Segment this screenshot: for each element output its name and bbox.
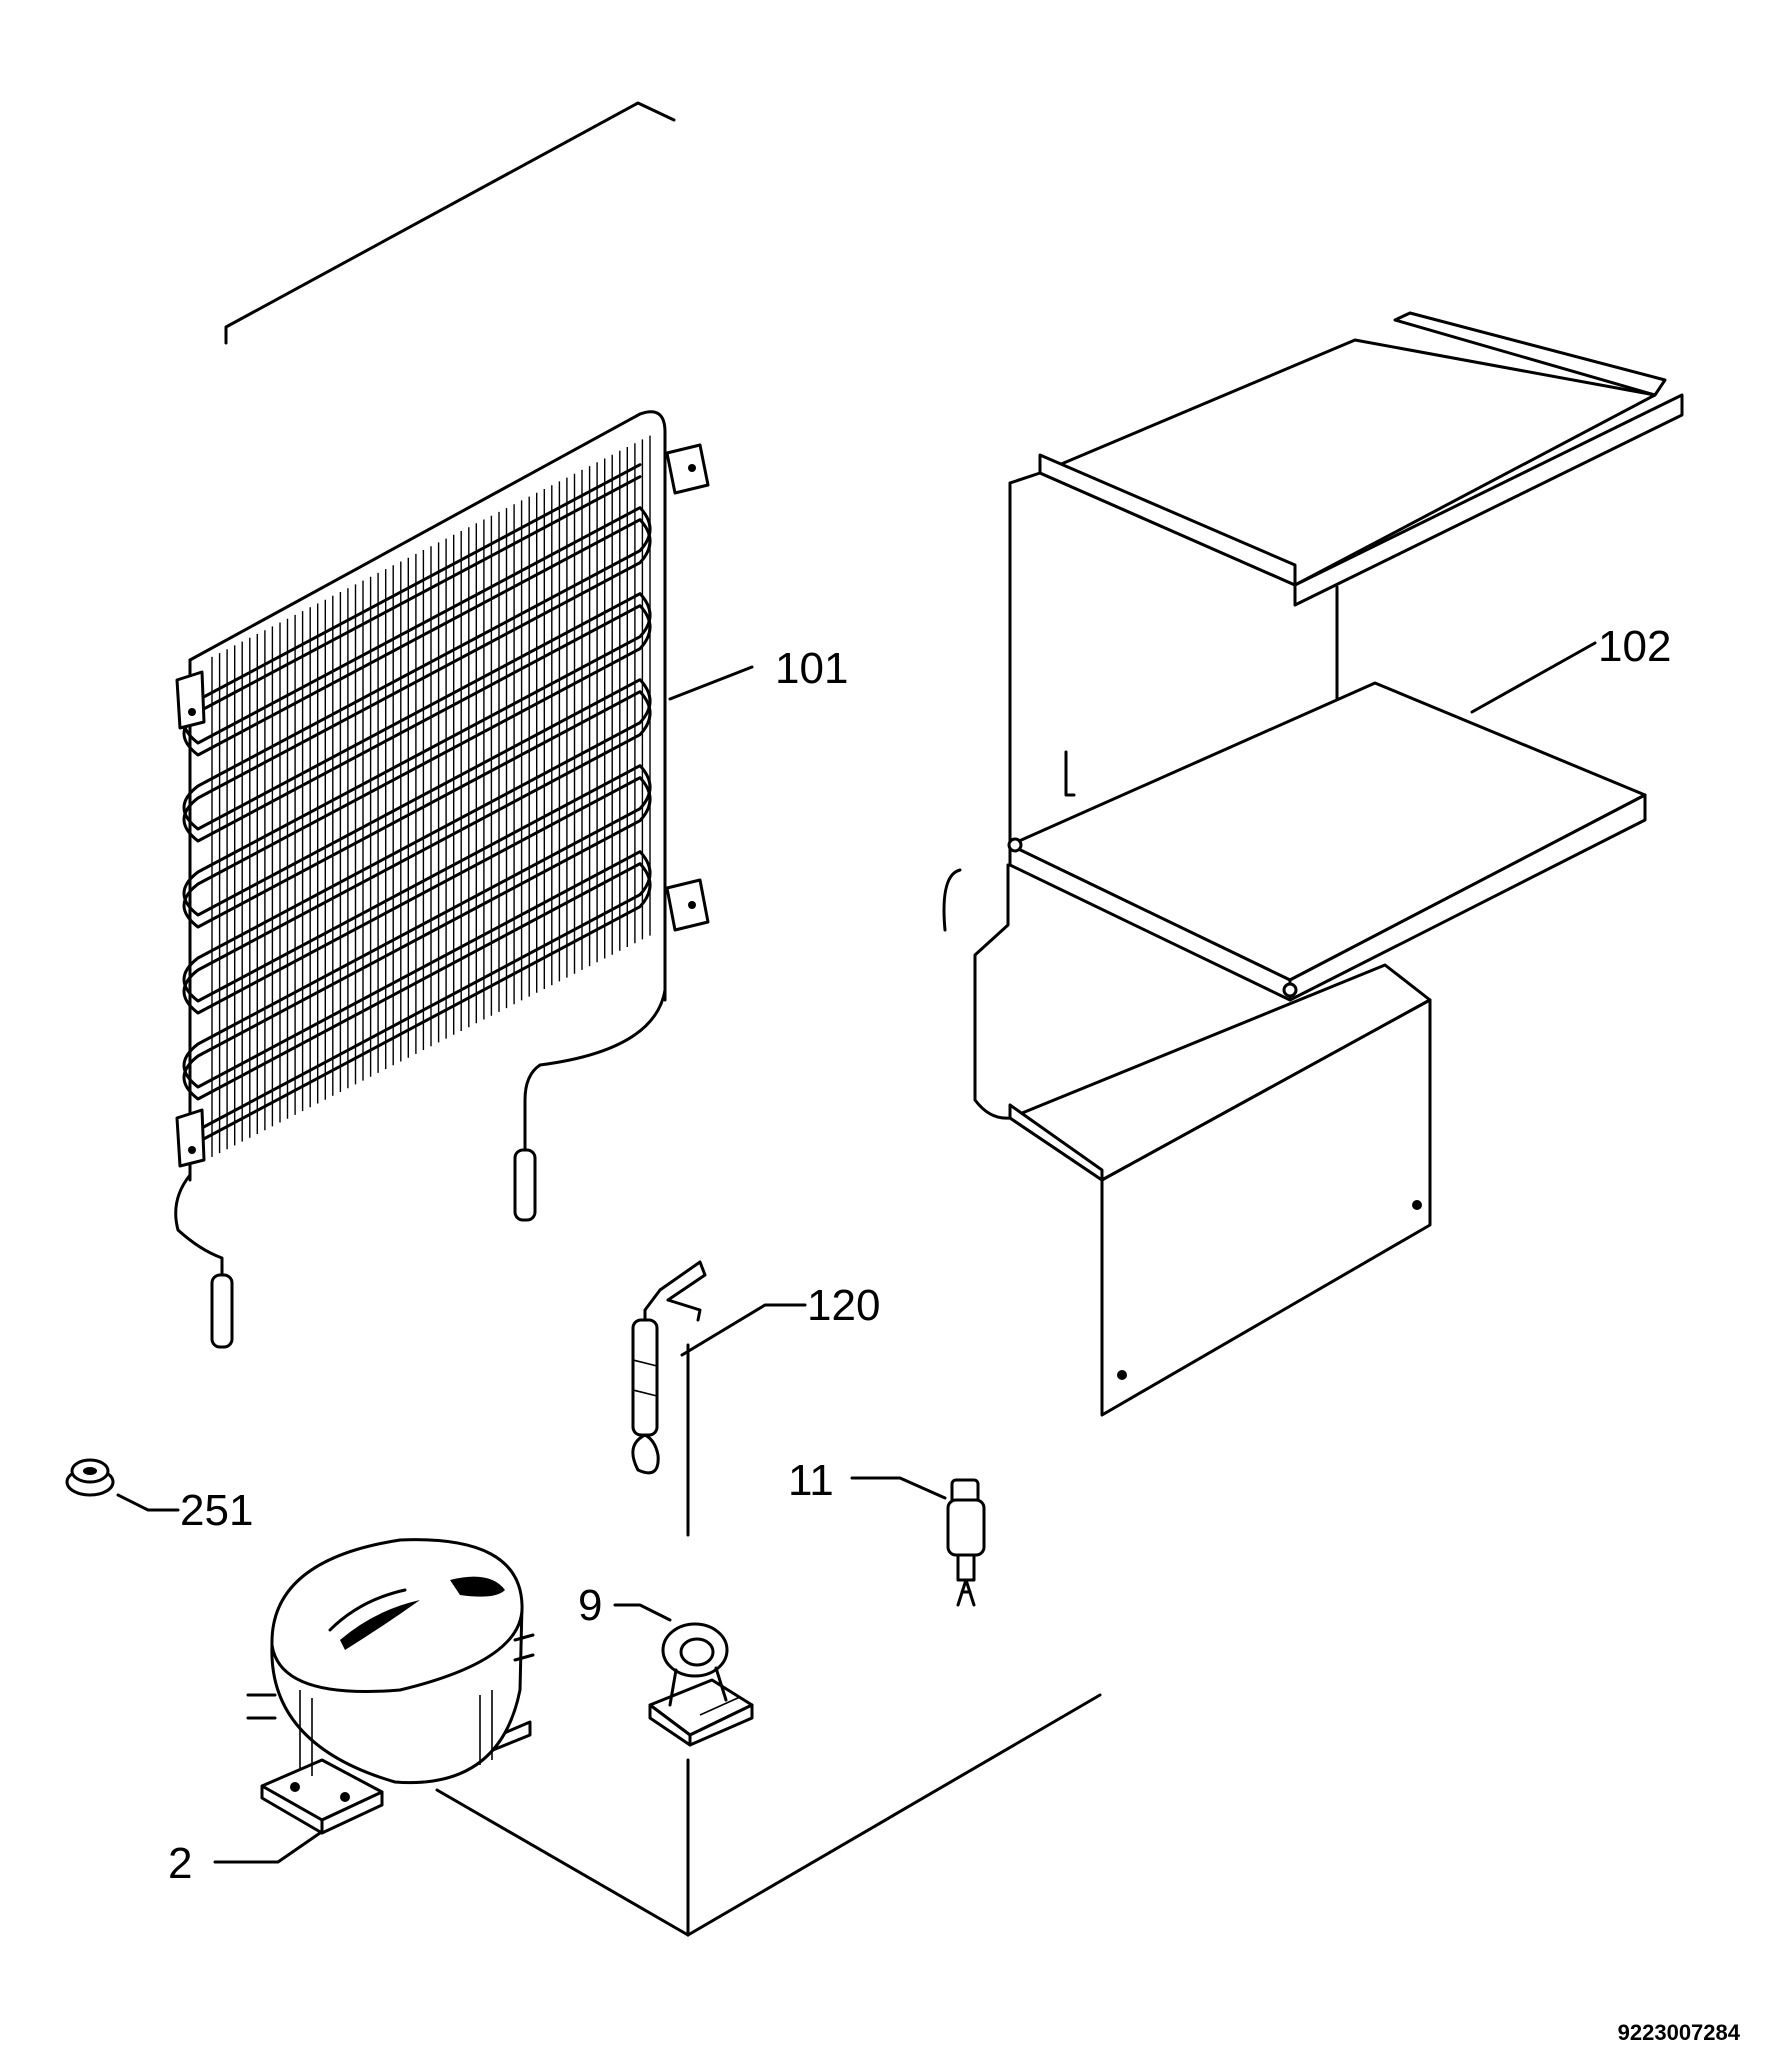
- callout-251: 251: [180, 1486, 253, 1535]
- relay-part: [946, 1478, 986, 1607]
- callout-102: 102: [1598, 622, 1671, 671]
- nut-part: [65, 1458, 115, 1497]
- compressor-part: [246, 1538, 535, 1835]
- condenser-part: [174, 101, 710, 1349]
- cabinet-panel-part: [942, 311, 1684, 1417]
- capillary-drier-part: [631, 1260, 707, 1475]
- callout-101: 101: [775, 644, 848, 693]
- callout-120: 120: [807, 1281, 880, 1330]
- callout-9: 9: [578, 1581, 602, 1630]
- callout-2: 2: [168, 1839, 192, 1888]
- condenser-coil: [182, 463, 652, 1132]
- callout-11: 11: [788, 1456, 834, 1505]
- document-number: 9223007284: [1618, 2020, 1741, 2045]
- clip-part: [648, 1622, 754, 1747]
- condenser-bracket: [175, 1108, 206, 1168]
- condenser-bracket: [665, 443, 710, 495]
- condenser-bracket: [175, 670, 206, 730]
- condenser-bracket: [665, 878, 710, 932]
- condenser-coil-inner: [182, 475, 652, 1144]
- base-frame: [435, 1693, 1102, 1937]
